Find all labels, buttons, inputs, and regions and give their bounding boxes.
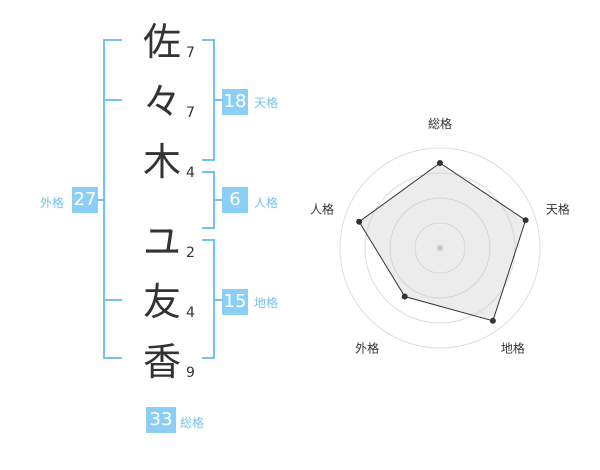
name-char-5: 友	[142, 280, 181, 324]
radar-center	[437, 245, 443, 251]
stroke-count-4: 2	[186, 245, 195, 261]
tenkaku-label: 天格	[254, 96, 279, 110]
radar-ring-1	[414, 222, 466, 274]
stroke-count-2: 7	[186, 105, 195, 121]
radar-axis-label-3: 地格	[501, 340, 525, 355]
stroke-count-5: 4	[186, 305, 195, 321]
stroke-count-3: 4	[186, 165, 195, 181]
name-char-1: 佐	[142, 20, 181, 64]
radar-point-4	[401, 293, 408, 300]
radar-axis-label-1: 総格	[428, 116, 452, 131]
tenkaku-bracket	[202, 39, 222, 161]
stroke-count-1: 7	[186, 45, 195, 61]
tenkaku-badge: 18	[222, 89, 248, 115]
gaikaku-bracket	[96, 39, 122, 359]
soukaku-badge: 33	[146, 407, 176, 433]
radar-axis-label-2: 天格	[546, 202, 570, 217]
radar-axis-label-5: 人格	[310, 202, 334, 217]
radar-point-3	[489, 317, 496, 324]
name-char-2: 々	[142, 80, 181, 124]
stroke-count-6: 9	[186, 365, 195, 381]
jinkaku-badge: 6	[222, 187, 248, 213]
chikaku-badge: 15	[222, 289, 248, 315]
name-char-3: 木	[142, 140, 181, 184]
radar-point-5	[356, 218, 363, 225]
radar-ring-2	[389, 197, 491, 299]
radar-ring-3	[364, 172, 516, 324]
gaikaku-badge: 27	[72, 187, 98, 213]
jinkaku-label: 人格	[254, 196, 279, 210]
radar-area	[358, 162, 527, 322]
chikaku-label: 地格	[254, 296, 279, 310]
radar-axis-label-4: 外格	[355, 340, 379, 355]
soukaku-label: 総格	[180, 416, 205, 430]
chikaku-bracket	[202, 239, 222, 359]
name-char-4: ユ	[142, 220, 181, 264]
jinkaku-bracket	[202, 171, 222, 229]
gaikaku-label: 外格	[40, 196, 65, 210]
bracket-lines	[96, 39, 222, 359]
radar-point-2	[522, 217, 529, 224]
name-char-6: 香	[142, 340, 181, 384]
radar-point-1	[437, 160, 443, 166]
